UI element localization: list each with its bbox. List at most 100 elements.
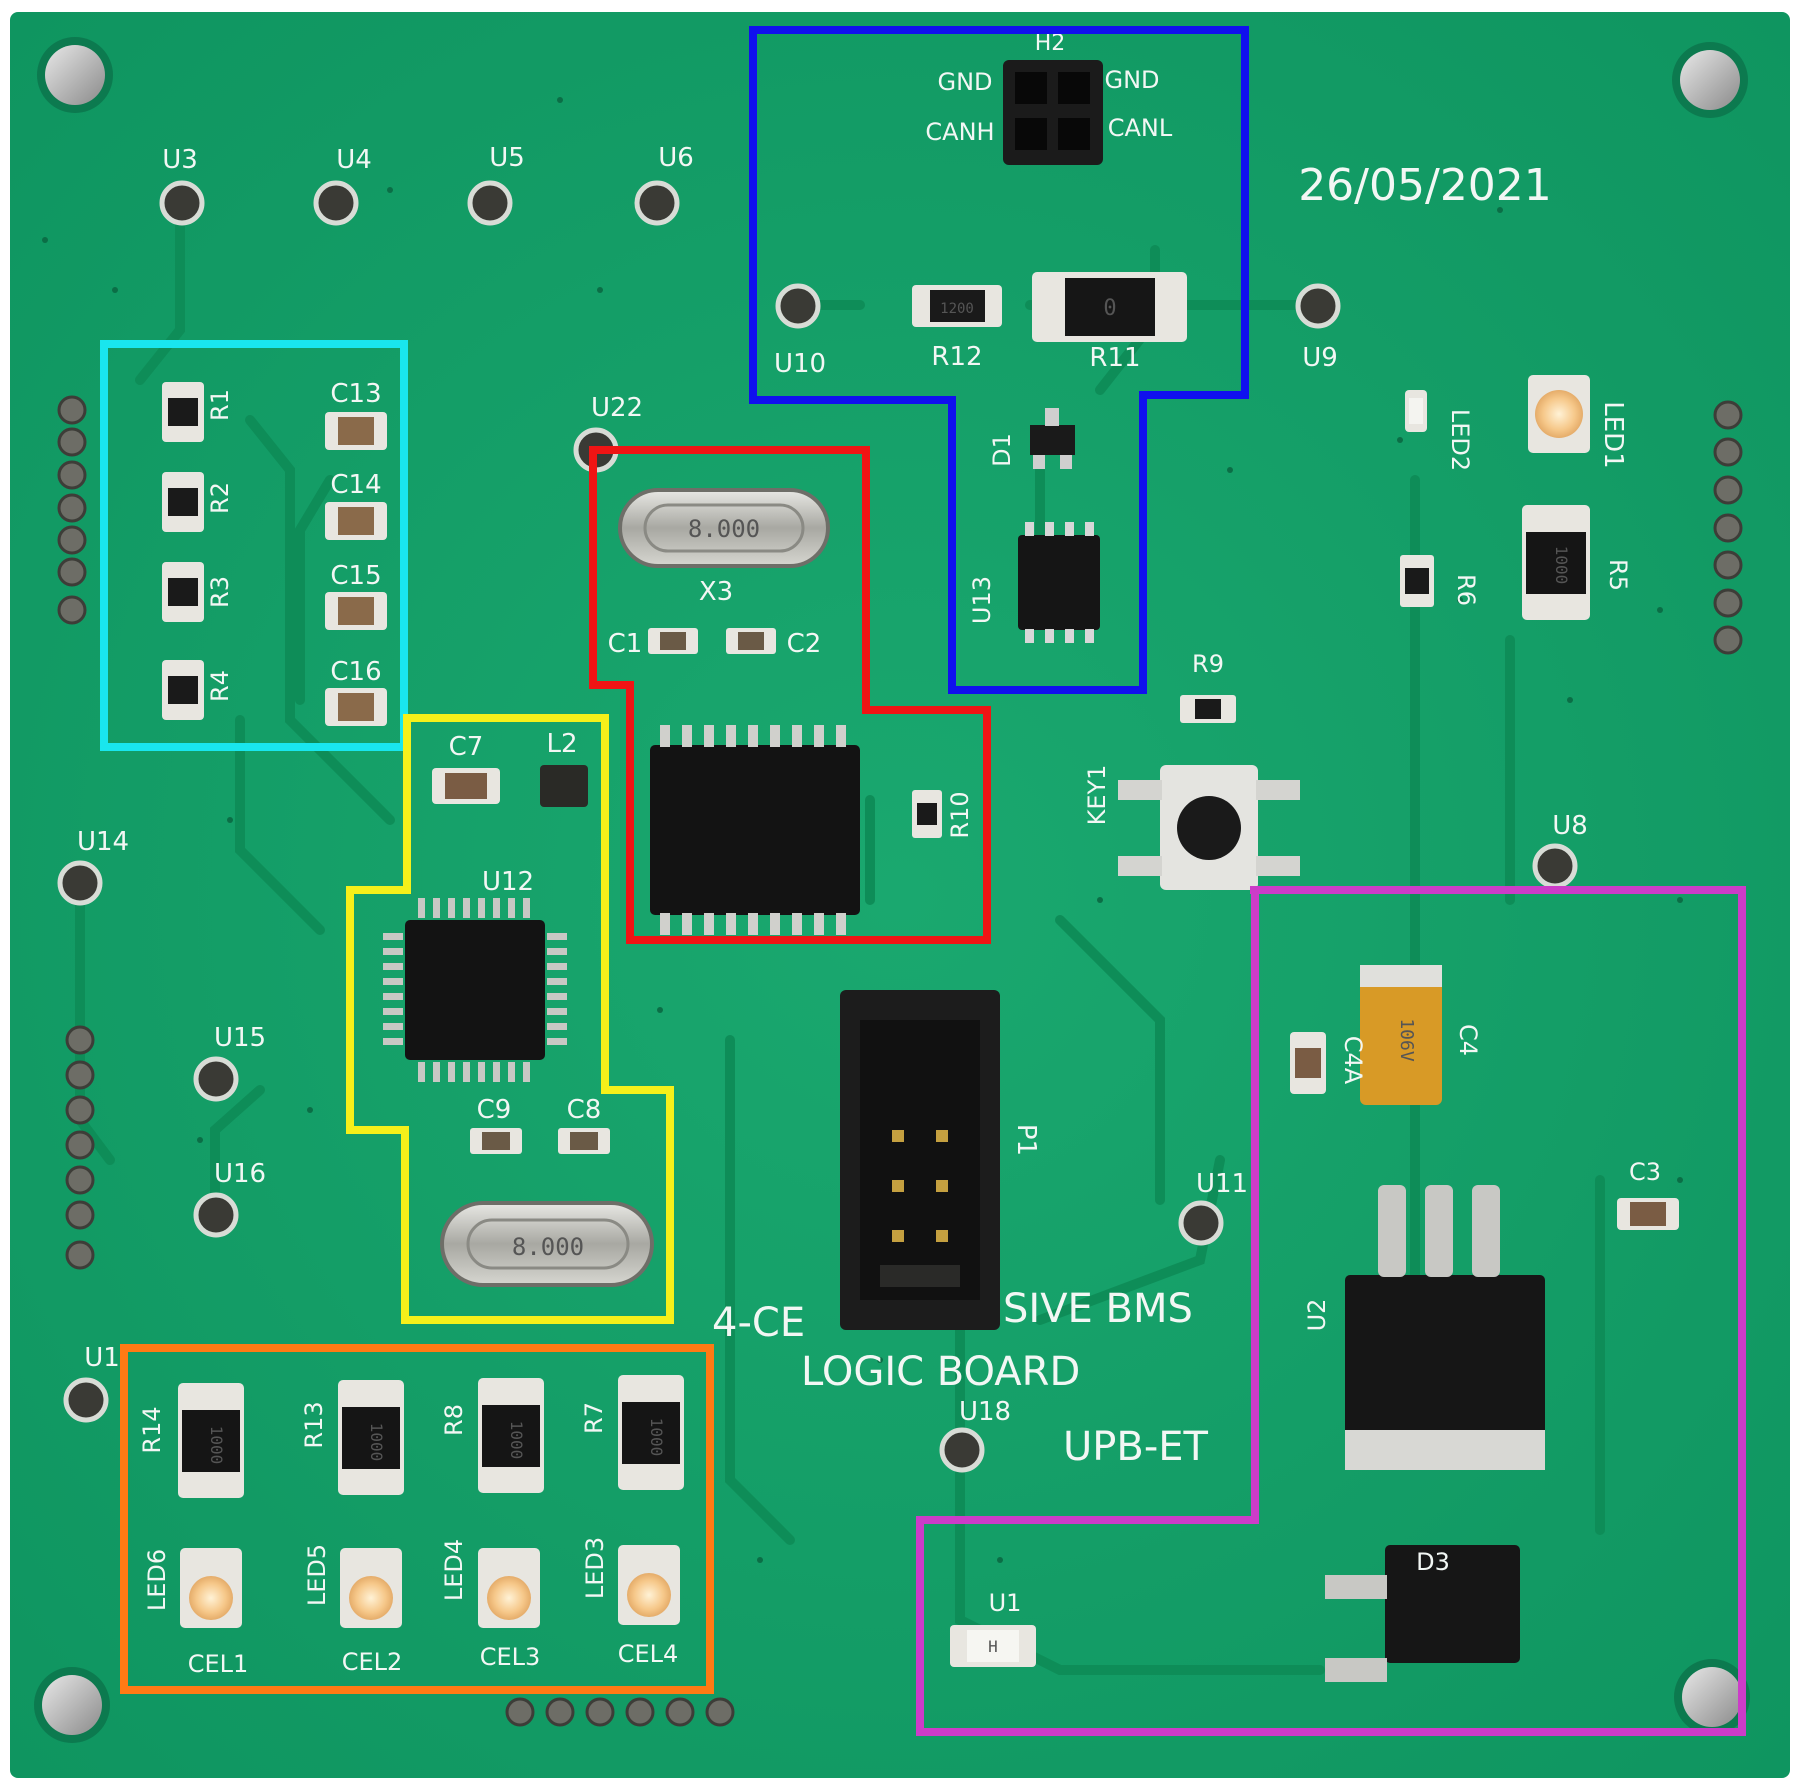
r10-label: R10 bbox=[946, 791, 974, 838]
d1-label: D1 bbox=[988, 433, 1016, 467]
r4-label: R4 bbox=[206, 670, 234, 702]
r12-label: R12 bbox=[931, 342, 982, 372]
c7-label: C7 bbox=[449, 732, 484, 762]
mounting-holes bbox=[34, 37, 1750, 1743]
svg-text:1200: 1200 bbox=[940, 301, 974, 317]
svg-text:1000: 1000 bbox=[647, 1418, 666, 1457]
r11-label: R11 bbox=[1089, 343, 1140, 373]
svg-text:0: 0 bbox=[1103, 296, 1116, 321]
x3-label: X3 bbox=[699, 577, 733, 607]
tp-label: U11 bbox=[1196, 1169, 1248, 1199]
cyan-block: R1 R2 R3 R4 C13 C14 C15 C16 bbox=[162, 379, 387, 726]
u13-label: U13 bbox=[968, 576, 996, 624]
c13-label: C13 bbox=[330, 379, 381, 409]
c4-label: C4 bbox=[1454, 1024, 1482, 1056]
c16-label: C16 bbox=[330, 657, 381, 687]
left-header-bottom bbox=[65, 1025, 95, 1270]
led2-label: LED2 bbox=[1446, 409, 1474, 471]
pcb-board bbox=[10, 12, 1790, 1778]
led5-label: LED5 bbox=[303, 1544, 331, 1606]
d3-label: D3 bbox=[1416, 1548, 1450, 1576]
bottom-header bbox=[505, 1697, 735, 1727]
canl-label: CANL bbox=[1108, 114, 1173, 142]
c9-label: C9 bbox=[477, 1095, 512, 1125]
board-title: 4-CE SIVE BMS LOGIC BOARD UPB-ET I bbox=[712, 1286, 1262, 1470]
u13-chip bbox=[1018, 535, 1100, 630]
mcu-soic20 bbox=[650, 745, 860, 915]
r13-label: R13 bbox=[300, 1401, 328, 1448]
led4-label: LED4 bbox=[440, 1539, 468, 1601]
svg-text:H: H bbox=[988, 1637, 998, 1656]
r2-label: R2 bbox=[206, 482, 234, 514]
c8-label: C8 bbox=[567, 1095, 602, 1125]
c4-tantalum bbox=[1360, 965, 1442, 1105]
u2-regulator bbox=[1345, 1275, 1545, 1470]
tp-label: U9 bbox=[1302, 343, 1338, 373]
canh-label: CANH bbox=[925, 118, 994, 146]
c14-label: C14 bbox=[330, 470, 381, 500]
tp-label: U5 bbox=[489, 143, 525, 173]
r3-label: R3 bbox=[206, 576, 234, 608]
r8-label: R8 bbox=[440, 1404, 468, 1436]
l2-inductor bbox=[540, 765, 588, 807]
blue-outline bbox=[749, 26, 1249, 694]
tp-label: U15 bbox=[214, 1023, 266, 1053]
r14-label: R14 bbox=[138, 1406, 166, 1453]
can-block: H2 GND GND CANH CANL 1200 R12 0 R11 D1 U… bbox=[912, 31, 1187, 643]
u2-label: U2 bbox=[1303, 1299, 1331, 1332]
x3-crystal bbox=[618, 488, 830, 568]
d3-diode bbox=[1385, 1545, 1520, 1663]
tp-label: U16 bbox=[214, 1159, 266, 1189]
tp-label: U4 bbox=[336, 145, 372, 175]
c3-label: C3 bbox=[1629, 1158, 1661, 1186]
right-header bbox=[1713, 400, 1743, 655]
cel1-label: CEL1 bbox=[188, 1650, 249, 1678]
board-date: 26/05/2021 bbox=[1298, 160, 1552, 211]
tp-label: U14 bbox=[77, 827, 129, 857]
tp-label: U6 bbox=[658, 143, 694, 173]
r5-label: R5 bbox=[1604, 559, 1632, 591]
magenta-outline bbox=[916, 886, 1746, 1736]
gnd-right-label: GND bbox=[1104, 66, 1159, 94]
r9-label: R9 bbox=[1192, 650, 1224, 678]
red-block: 8.000 X3 C1 C2 R10 bbox=[608, 488, 974, 935]
key1-label: KEY1 bbox=[1083, 765, 1111, 826]
right-area: LED2 LED1 R6 1000 R5 R9 KEY1 P1 bbox=[840, 375, 1632, 1330]
yellow-outline bbox=[346, 714, 674, 1324]
magenta-block: 106V C4 C4A C3 U2 D3 H U1 bbox=[950, 965, 1679, 1682]
svg-text:1000: 1000 bbox=[367, 1423, 386, 1462]
svg-text:8.000: 8.000 bbox=[512, 1233, 584, 1261]
u1-label: U1 bbox=[989, 1589, 1022, 1617]
led1-label: LED1 bbox=[1598, 401, 1628, 468]
r7-label: R7 bbox=[580, 1402, 608, 1434]
red-outline bbox=[589, 446, 991, 944]
test-pads bbox=[57, 180, 1578, 1473]
led3-label: LED3 bbox=[581, 1537, 609, 1599]
c15-label: C15 bbox=[330, 561, 381, 591]
tp-label: U22 bbox=[591, 393, 643, 423]
tp-label: U8 bbox=[1552, 811, 1588, 841]
p1-label: P1 bbox=[1011, 1124, 1041, 1156]
svg-text:106V: 106V bbox=[1396, 1018, 1417, 1062]
r1-label: R1 bbox=[206, 389, 234, 421]
org-start: UPB-ET bbox=[1063, 1424, 1209, 1470]
title-line1-start: 4-CE bbox=[712, 1300, 805, 1346]
c2-label: C2 bbox=[787, 629, 822, 659]
cel3-label: CEL3 bbox=[480, 1643, 541, 1671]
c4a-label: C4A bbox=[1339, 1036, 1367, 1085]
cel4-label: CEL4 bbox=[618, 1640, 679, 1668]
led6-label: LED6 bbox=[143, 1549, 171, 1611]
tp-label: U1 bbox=[84, 1343, 120, 1373]
d1-diode bbox=[1030, 425, 1075, 455]
title-line1-end: SIVE BMS bbox=[1003, 1286, 1193, 1332]
svg-text:1000: 1000 bbox=[207, 1426, 226, 1465]
left-header-top bbox=[57, 395, 87, 625]
c1-label: C1 bbox=[608, 629, 643, 659]
h2-label: H2 bbox=[1035, 31, 1066, 56]
svg-text:8.000: 8.000 bbox=[688, 515, 760, 543]
tp-label: U10 bbox=[774, 349, 826, 379]
vias bbox=[42, 97, 1683, 1563]
yellow-block: C7 L2 U12 C9 C8 8.000 bbox=[383, 729, 654, 1287]
orange-block: 1000 1000 1000 1000 R14 R13 R8 R7 LED6 L… bbox=[138, 1375, 684, 1678]
